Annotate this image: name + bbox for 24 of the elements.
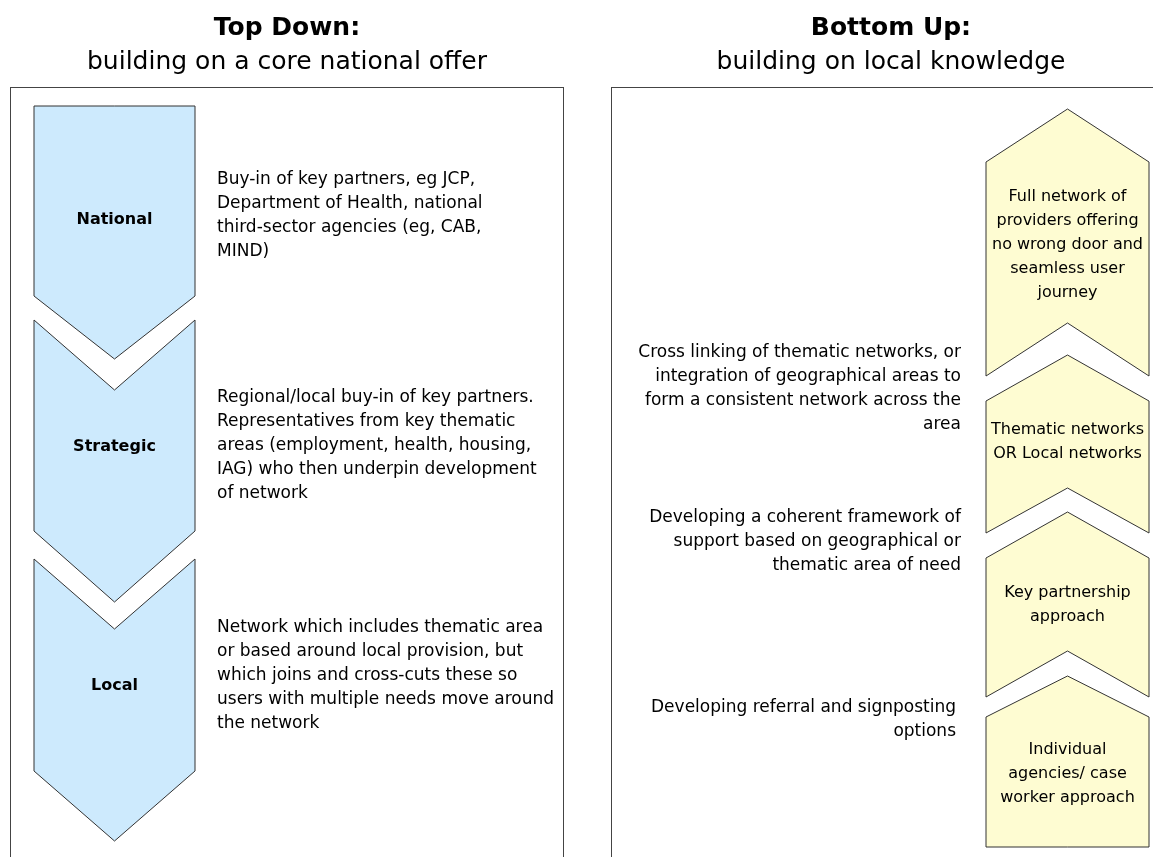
stage-chevron-block <box>986 676 1149 847</box>
description-text: Regional/local buy-in of key partners. Representatives from key thematic areas (employment, health, housing, IAG) who then underpin development of network <box>217 385 538 504</box>
stage-chevron-block <box>986 109 1149 376</box>
panel-subheading: building on local knowledge <box>715 46 1067 76</box>
stage-label: Key partnership approach <box>1003 581 1132 627</box>
stage-label: Thematic networks OR Local networks <box>989 418 1146 464</box>
description-text: Developing referral and signposting options <box>650 695 956 742</box>
stage-chevron-block <box>34 559 195 841</box>
stage-label: Strategic <box>72 435 157 457</box>
panel-heading: Top Down: <box>212 12 362 42</box>
stage-chevron-block <box>986 512 1149 697</box>
stage-label: Individual agencies/ case worker approach <box>999 738 1136 808</box>
panel-heading: Bottom Up: <box>809 12 973 42</box>
description-text: Developing a coherent framework of support based on geographical or thematic area of need <box>648 505 961 576</box>
description-text: Cross linking of thematic networks, or integration of geographical areas to form a consistent network across the area <box>637 340 961 435</box>
stage-chevron-block <box>986 355 1149 533</box>
description-text: Buy-in of key partners, eg JCP, Department of Health, national third-sector agencies (eg, CAB, MIND) <box>217 167 484 262</box>
description-text: Network which includes thematic area or based around local provision, but which joins and cross-cuts these so users with multiple needs move around the network <box>217 615 556 734</box>
panel-subheading: building on a core national offer <box>86 46 488 76</box>
stage-chevron-block <box>34 106 195 359</box>
stage-label: National <box>75 208 154 230</box>
stage-chevron-block <box>34 320 195 602</box>
stage-label: Full network of providers offering no wrong door and seamless user journey <box>991 185 1144 303</box>
stage-label: Local <box>90 674 139 696</box>
